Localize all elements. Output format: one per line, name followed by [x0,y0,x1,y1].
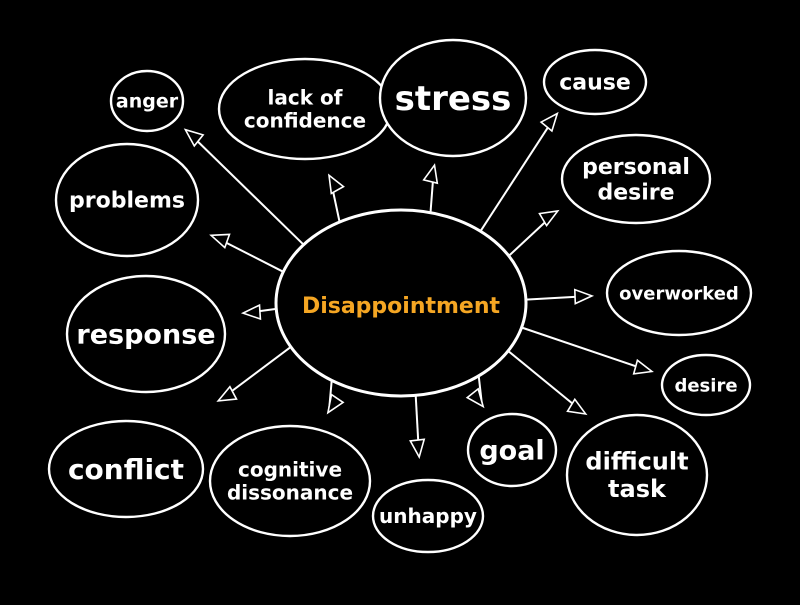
node-response: response [65,274,227,394]
node-shape-overworked [605,249,753,337]
node-problems: problems [54,142,200,258]
node-label-problems: problems [69,189,185,214]
arrow-head-anger [183,128,205,148]
node-label-desire: desire [674,375,737,396]
node-label-personal-desire: desire [597,180,674,205]
node-label-difficult-task: difficult [585,448,688,476]
arrow-head-problems [209,233,231,249]
connector-anger [186,130,305,246]
connector-cause [479,114,557,232]
node-shape-problems [54,142,200,258]
arrow-head-unhappy [409,438,426,460]
arrow-head-overworked [573,288,595,305]
node-label-lack-of-confidence: lack of [268,86,343,110]
node-shape-unhappy [371,478,485,554]
node-shape-stress [378,38,528,158]
arrow-head-cause [539,111,559,133]
node-shape-goal [466,412,558,488]
node-shape-anger [109,69,185,133]
node-label-stress: stress [395,79,512,119]
node-label-unhappy: unhappy [379,504,477,528]
node-shape-response [65,274,227,394]
node-overworked: overworked [605,249,753,337]
connector-difficult-task [507,350,585,414]
node-label-overworked: overworked [619,283,739,304]
node-label-cognitive-dissonance: dissonance [227,481,353,505]
arrow-head-desire [632,358,654,375]
node-label-goal: goal [479,435,544,466]
node-label-difficult-task: task [608,475,667,503]
center-node: Disappointment [274,208,528,398]
node-desire: desire [660,353,752,417]
node-label-lack-of-confidence: confidence [244,109,366,133]
center-node-shape [274,208,528,398]
node-shape-difficult-task [565,413,709,537]
node-label-cognitive-dissonance: cognitive [238,458,342,482]
node-conflict: conflict [47,419,205,519]
node-cause: cause [542,48,648,116]
arrow-head-lack-of-confidence [327,173,345,195]
node-shape-cognitive-dissonance [208,424,372,538]
node-label-cause: cause [559,71,631,96]
node-shape-desire [660,353,752,417]
node-label-response: response [76,319,215,350]
connector-layer [183,111,654,460]
center-node-label: Disappointment [302,294,501,319]
node-unhappy: unhappy [371,478,485,554]
node-label-conflict: conflict [68,453,184,486]
arrow-head-difficult-task [566,397,588,416]
node-stress: stress [378,38,528,158]
node-label-personal-desire: personal [582,155,690,180]
arrow-head-stress [422,163,439,185]
arrow-head-response [240,303,262,321]
node-shape-conflict [47,419,205,519]
arrow-head-goal [465,387,485,409]
node-goal: goal [466,412,558,488]
node-shape-personal-desire [560,133,712,225]
arrow-head-personal-desire [538,209,560,228]
connector-desire [521,326,651,372]
node-anger: anger [109,69,185,133]
node-shape-cause [542,48,648,116]
node-label-anger: anger [116,91,179,113]
arrow-head-conflict [216,385,238,402]
arrow-head-cognitive-dissonance [326,393,345,415]
